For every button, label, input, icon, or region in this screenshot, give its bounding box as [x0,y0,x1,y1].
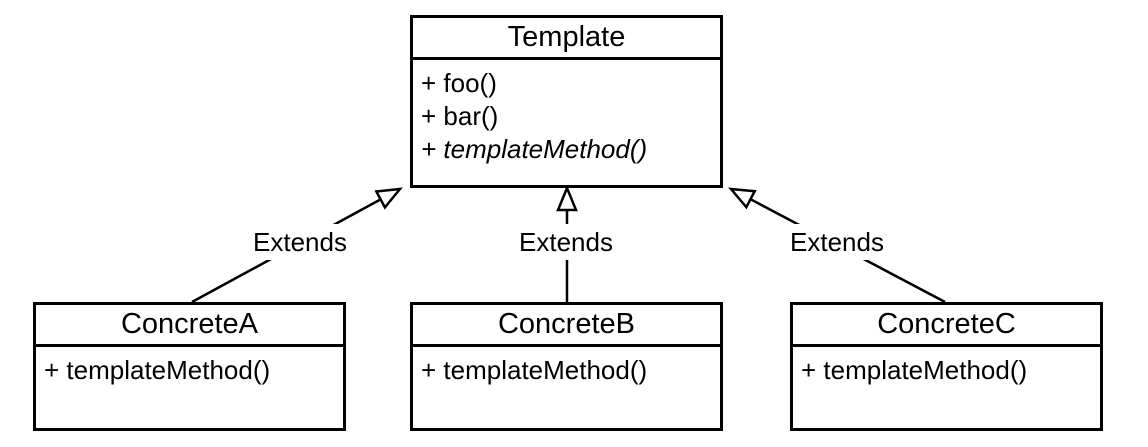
hollow-triangle-arrowhead [556,184,578,212]
method-templatemethod: + templateMethod() [801,355,1028,385]
class-method-list: + templateMethod() [793,347,1100,387]
method-templatemethod: + templateMethod() [421,355,648,385]
class-box-concretec: ConcreteC + templateMethod() [790,302,1103,431]
class-method-list: + foo() + bar() + templateMethod() [413,60,720,166]
class-box-concreteb: ConcreteB + templateMethod() [410,302,723,431]
hollow-triangle-arrowhead [374,187,403,210]
class-method-list: + templateMethod() [36,347,343,387]
method-templatemethod: + templateMethod() [44,355,271,385]
class-box-template: Template + foo() + bar() + templateMetho… [410,15,723,188]
class-title: ConcreteA [36,305,343,347]
method-foo: + foo() [421,68,497,98]
class-title: ConcreteC [793,305,1100,347]
class-title: Template [413,18,720,60]
extends-label-concreteb: Extends [510,224,622,260]
method-bar: + bar() [421,101,499,131]
class-method-list: + templateMethod() [413,347,720,387]
extends-label-concretea: Extends [244,224,356,260]
class-box-concretea: ConcreteA + templateMethod() [33,302,346,431]
class-title: ConcreteB [413,305,720,347]
method-templatemethod-abstract: + templateMethod() [421,134,648,164]
extends-label-concretec: Extends [781,224,893,260]
hollow-triangle-arrowhead [728,187,757,210]
